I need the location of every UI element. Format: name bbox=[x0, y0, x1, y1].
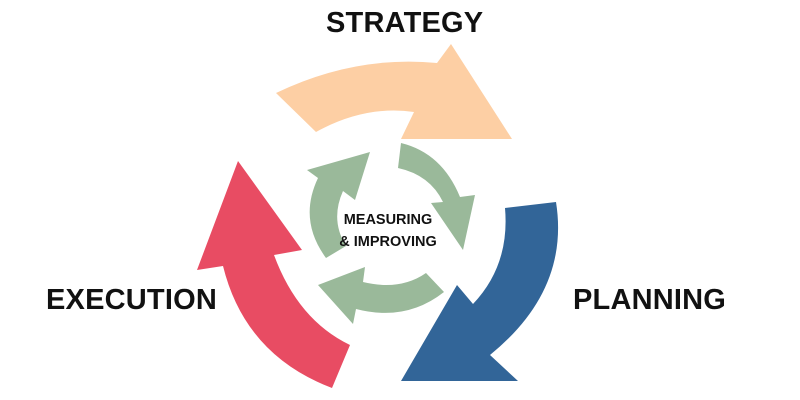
execution-label: EXECUTION bbox=[46, 284, 217, 316]
center-caption-line1: MEASURING bbox=[343, 212, 433, 228]
execution-arrow bbox=[197, 161, 350, 388]
center-caption-line2: & IMPROVING bbox=[339, 234, 437, 250]
planning-label: PLANNING bbox=[573, 284, 727, 316]
inner-arrow-top-right bbox=[398, 143, 475, 250]
planning-arrow bbox=[401, 202, 559, 381]
center-caption: MEASURING & IMPROVING bbox=[320, 209, 456, 253]
inner-arrow-bottom bbox=[318, 267, 444, 324]
strategy-arrow bbox=[276, 44, 512, 139]
strategy-label: STRATEGY bbox=[326, 7, 484, 39]
inner-arrow-left bbox=[307, 152, 370, 258]
